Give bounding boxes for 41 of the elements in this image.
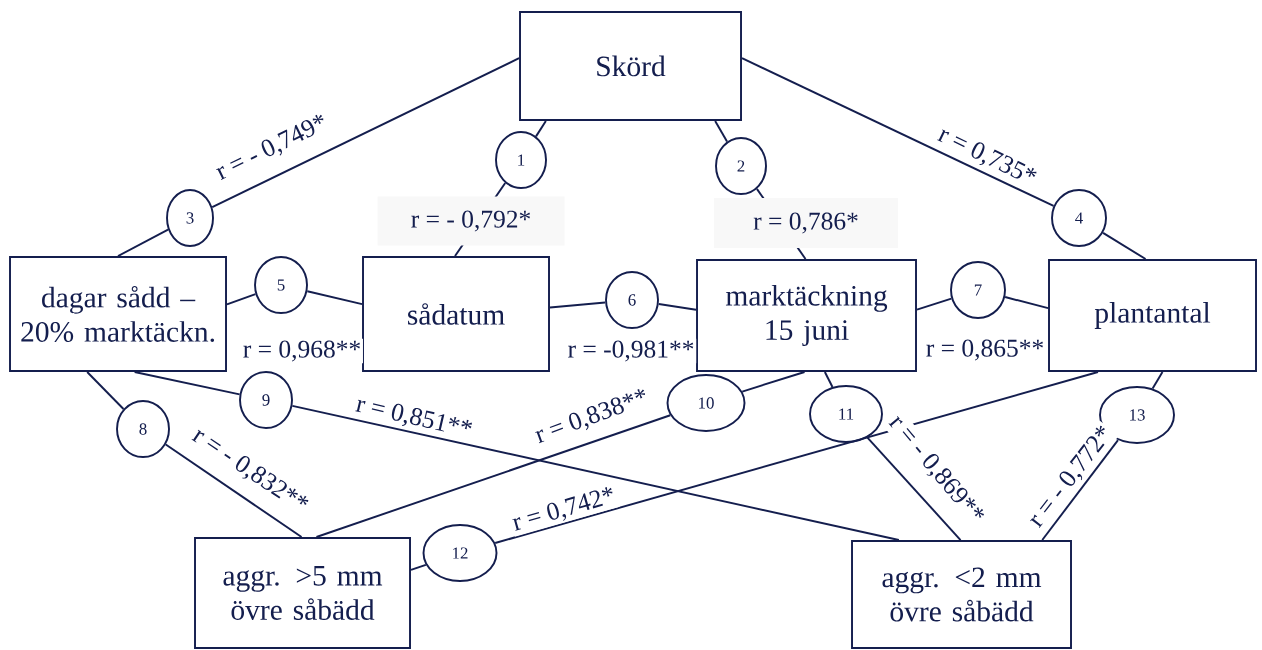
- variable-box: plantantal: [1048, 259, 1257, 372]
- connector-line: [133, 371, 241, 396]
- connector-line: [714, 120, 728, 143]
- variable-box: sådatum: [362, 256, 550, 372]
- edge-label: r = 0,742*: [508, 483, 620, 537]
- variable-box: aggr. >5 mm övre såbädd: [194, 537, 411, 649]
- edge-label: r = 0,735*: [932, 122, 1042, 192]
- connector-line: [86, 371, 125, 410]
- connector-line: [1041, 439, 1119, 541]
- connector-line: [226, 293, 257, 306]
- connector-line: [916, 297, 953, 311]
- variable-box: marktäckning 15 juni: [696, 259, 917, 372]
- edge-label: r = 0,968**: [241, 338, 363, 364]
- variable-box: dagar sådd – 20% marktäckn.: [9, 256, 227, 372]
- edge-label: r = - 0,792*: [377, 196, 565, 246]
- variable-box: aggr. <2 mm övre såbädd: [851, 540, 1072, 649]
- connector-line: [211, 57, 520, 209]
- edge-label: r = 0,786*: [714, 198, 898, 248]
- connector-line: [549, 301, 607, 309]
- connector-line: [164, 443, 303, 538]
- connector-line: [306, 290, 363, 306]
- edge-label: r = 0,838**: [530, 384, 654, 450]
- connector-line: [1102, 231, 1147, 260]
- connector-line: [535, 120, 547, 138]
- edge-label: r = -0,981**: [565, 338, 697, 364]
- edge-label: r = - 0,749*: [210, 109, 334, 187]
- connector-line: [291, 404, 900, 541]
- connector-line: [315, 414, 672, 538]
- variable-box: Skörd: [519, 11, 742, 121]
- connector-line: [494, 371, 1099, 544]
- connector-line: [657, 303, 697, 311]
- edge-label: r = 0,851**: [351, 392, 477, 444]
- connector-line: [823, 371, 834, 388]
- connector-line: [866, 436, 962, 541]
- connector-line: [1004, 296, 1049, 310]
- connector-line: [741, 371, 806, 393]
- connector-line: [410, 563, 427, 571]
- connector-line: [741, 57, 1055, 207]
- connector-line: [1151, 371, 1164, 390]
- connector-line: [117, 228, 170, 257]
- edge-label: r = 0,865**: [924, 337, 1046, 363]
